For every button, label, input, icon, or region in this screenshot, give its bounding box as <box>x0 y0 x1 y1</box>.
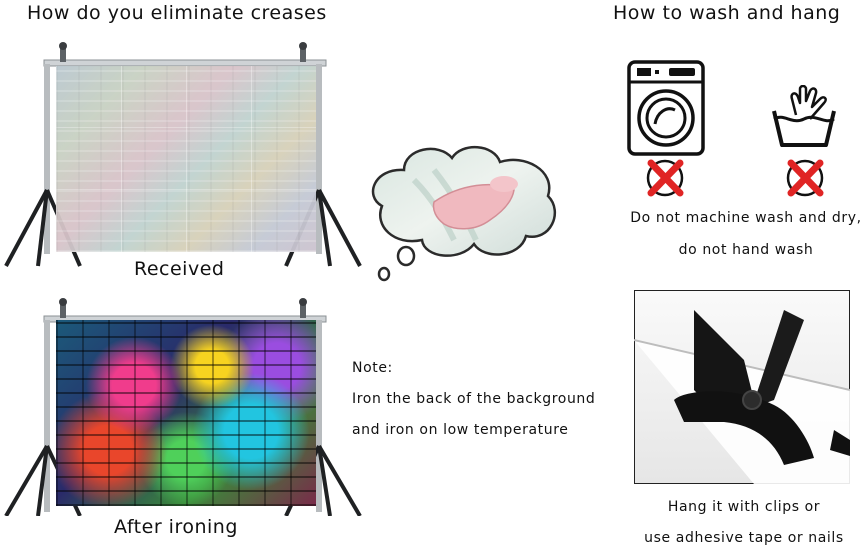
right-heading: How to wash and hang <box>613 2 841 24</box>
left-heading: How do you eliminate creases <box>27 2 327 24</box>
note-line-1: Iron the back of the background <box>352 391 596 407</box>
clip-icon <box>634 290 850 484</box>
care-line-1: Do not machine wash and dry, <box>630 210 862 226</box>
washing-machine-icon <box>627 60 705 156</box>
note-title: Note: <box>352 360 393 376</box>
prohibited-icon <box>786 159 824 197</box>
ironed-backdrop-image <box>56 320 316 506</box>
creased-backdrop-image <box>56 66 316 252</box>
note-line-2: and iron on low temperature <box>352 422 569 438</box>
hang-line-1: Hang it with clips or <box>667 499 821 515</box>
prohibited-icon <box>646 159 684 197</box>
hang-line-2: use adhesive tape or nails <box>644 530 844 546</box>
steamer-iron-icon <box>371 145 556 282</box>
hand-wash-icon <box>772 85 836 147</box>
care-line-2: do not hand wash <box>678 242 814 258</box>
after-ironing-caption: After ironing <box>114 516 238 538</box>
received-caption: Received <box>134 258 225 280</box>
